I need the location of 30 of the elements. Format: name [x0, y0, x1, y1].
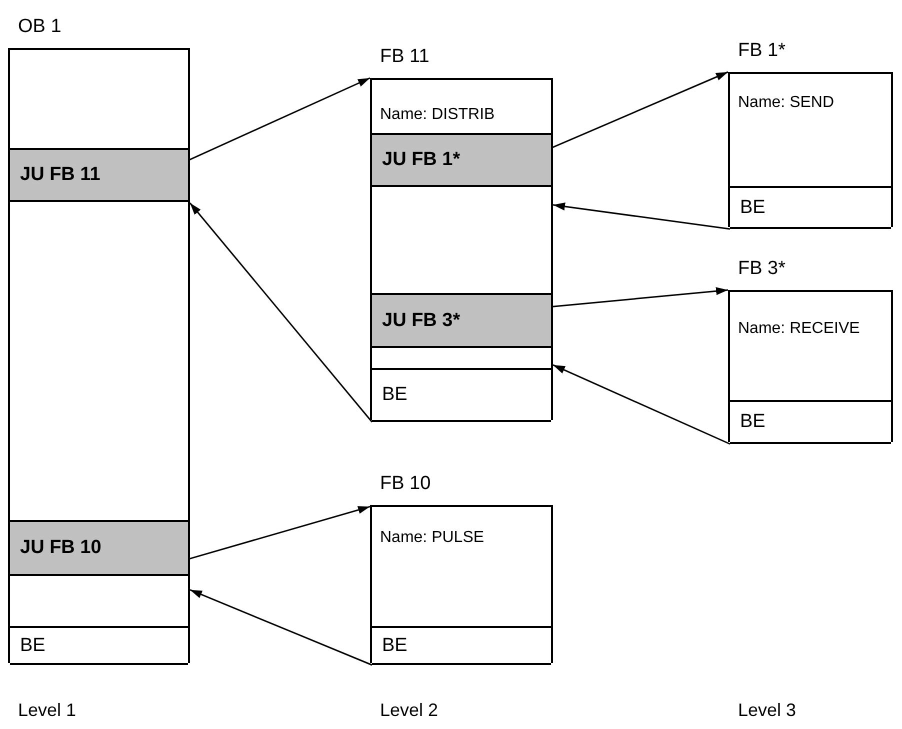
block-end-row: BE	[730, 186, 891, 229]
arrow	[190, 589, 372, 666]
arrow	[552, 202, 730, 230]
block-name: Name: DISTRIB	[380, 106, 495, 124]
program-block	[8, 16, 190, 663]
arrow	[189, 202, 373, 422]
program-block	[728, 258, 893, 442]
program-block	[370, 473, 553, 663]
block-name: Name: SEND	[738, 94, 834, 112]
level-label: Level 1	[18, 700, 76, 721]
program-block	[728, 40, 893, 227]
block-end-row: BE	[10, 626, 188, 665]
block-name: Name: RECEIVE	[738, 320, 860, 338]
level-label: Level 3	[738, 700, 796, 721]
jump-instruction-row: JU FB 1*	[372, 133, 551, 187]
level-label: Level 2	[380, 700, 438, 721]
block-heading: OB 1	[17, 16, 62, 39]
arrow	[552, 364, 730, 445]
block-heading: FB 11	[379, 46, 430, 69]
block-end-row: BE	[372, 626, 551, 665]
program-block	[370, 46, 553, 420]
jump-instruction-row: JU FB 10	[10, 520, 188, 576]
block-heading: FB 1*	[737, 40, 787, 63]
block-heading: FB 3*	[737, 258, 787, 281]
jump-instruction-row: JU FB 11	[10, 148, 188, 202]
jump-instruction-row: JU FB 3*	[372, 293, 551, 348]
block-heading: FB 10	[379, 473, 432, 496]
block-end-row: BE	[730, 400, 891, 444]
block-name: Name: PULSE	[380, 529, 484, 547]
block-end-row: BE	[372, 368, 551, 422]
